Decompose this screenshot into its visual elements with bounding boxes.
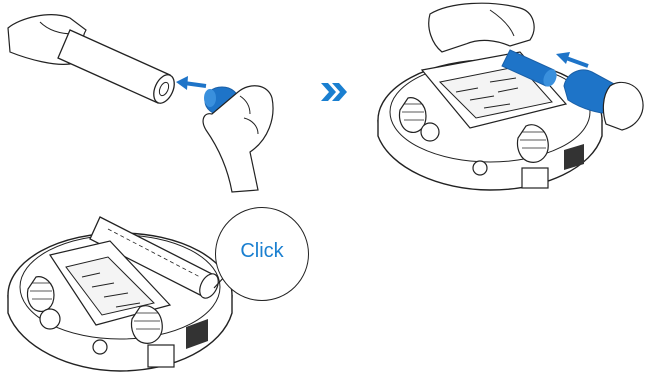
click-callout-bubble: Click (215, 207, 309, 301)
robot-underside-install-drawing (370, 0, 665, 200)
front-caster (93, 340, 107, 354)
lower-hand (603, 82, 643, 130)
side-brush-hub (40, 309, 60, 329)
charging-contact (148, 345, 174, 367)
step-1-insert-cap-illustration (0, 0, 300, 195)
charging-contact (522, 168, 548, 188)
roller-tube (58, 30, 178, 106)
insert-direction-arrow-icon (556, 52, 588, 66)
side-brush-hub (421, 123, 439, 141)
insert-direction-arrow-icon (176, 76, 206, 90)
roller-brush-cap-drawing (0, 0, 300, 195)
upper-hand (429, 3, 534, 52)
click-callout-label: Click (216, 239, 308, 263)
double-chevron-right-icon (319, 80, 349, 104)
step-2-install-brush-illustration (370, 0, 665, 200)
front-caster (473, 161, 487, 175)
